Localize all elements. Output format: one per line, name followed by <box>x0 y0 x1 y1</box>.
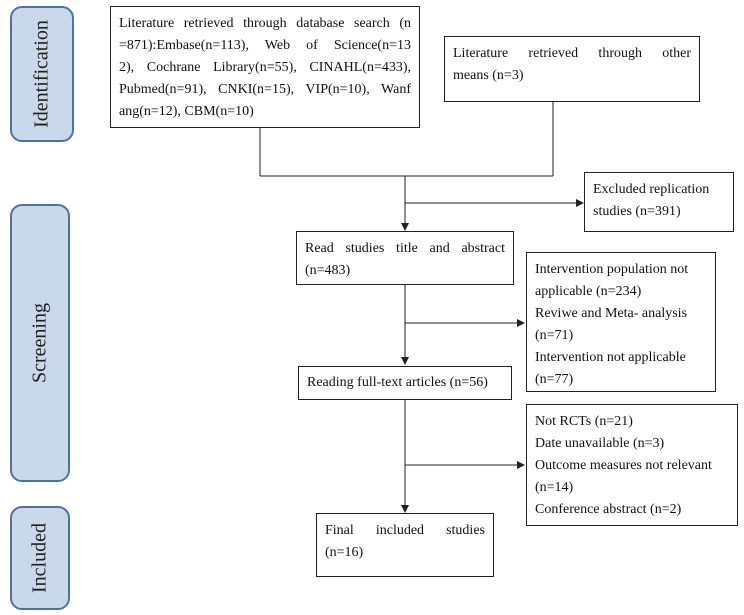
screening-exclusion-line: Reviwe and Meta- analysis <box>535 306 688 321</box>
final-included-box: Final included studies (n=16) <box>316 513 494 577</box>
database-search-line: Literature retrieved through database se… <box>119 16 411 31</box>
phase-screening: Screening <box>10 204 70 482</box>
screening-exclusion-line: (n=77) <box>535 372 574 387</box>
title-abstract-box: Read studies title and abstract (n=483) <box>296 231 514 285</box>
database-search-line: Pubmed(n=91), CNKI(n=15), VIP(n=10), Wan… <box>119 82 411 97</box>
screening-exclusion-line: applicable (n=234) <box>535 284 642 299</box>
other-means-box: Literature retrieved through other means… <box>444 36 700 102</box>
final-included-line: (n=16) <box>325 545 364 560</box>
other-means-line: Literature retrieved through other <box>453 46 691 61</box>
screening-exclusions-box: Intervention population not applicable (… <box>526 252 716 392</box>
phase-included: Included <box>10 506 70 610</box>
fulltext-exclusion-line: Outcome measures not relevant <box>535 458 712 473</box>
title-abstract-line: (n=483) <box>305 263 351 278</box>
fulltext-exclusion-line: (n=14) <box>535 480 574 495</box>
excluded-replication-box: Excluded replication studies (n=391) <box>584 172 734 232</box>
title-abstract-line: Read studies title and abstract <box>305 241 505 256</box>
full-text-box: Reading full-text articles (n=56) <box>298 366 512 400</box>
database-search-line: ang(n=12), CBM(n=10) <box>119 104 254 119</box>
database-search-box: Literature retrieved through database se… <box>110 6 420 128</box>
fulltext-exclusion-line: Date unavailable (n=3) <box>535 436 665 451</box>
screening-exclusion-line: Intervention not applicable <box>535 350 686 365</box>
phase-identification: Identification <box>10 6 74 142</box>
other-means-line: means (n=3) <box>453 68 524 83</box>
screening-exclusion-line: Intervention population not <box>535 262 689 277</box>
full-text-line: Reading full-text articles (n=56) <box>307 375 488 390</box>
fulltext-exclusion-line: Conference abstract (n=2) <box>535 502 682 517</box>
screening-exclusion-line: (n=71) <box>535 328 574 343</box>
final-included-line: Final included studies <box>325 523 485 538</box>
database-search-line: =871):Embase(n=113), Web of Science(n=13 <box>119 38 411 53</box>
fulltext-exclusion-line: Not RCTs (n=21) <box>535 414 633 429</box>
database-search-line: 2), Cochrane Library(n=55), CINAHL(n=433… <box>119 60 411 75</box>
fulltext-exclusions-box: Not RCTs (n=21) Date unavailable (n=3) O… <box>526 404 738 526</box>
excluded-replication-line: studies (n=391) <box>593 204 681 219</box>
excluded-replication-line: Excluded replication <box>593 182 710 197</box>
